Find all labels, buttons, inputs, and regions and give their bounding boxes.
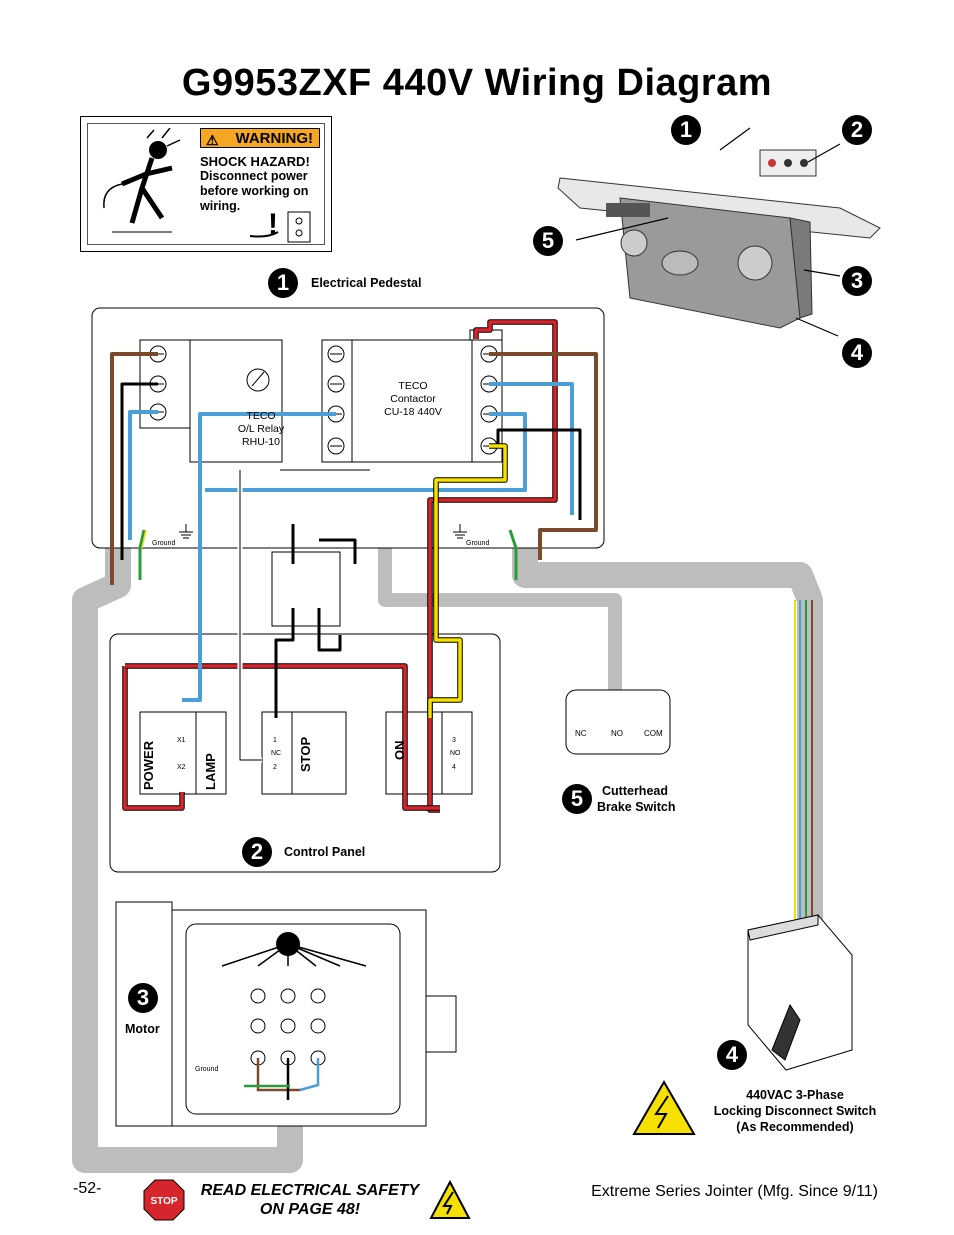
conduits	[72, 535, 823, 1173]
callout-1-machine: 1	[671, 115, 701, 145]
stop-switch-terminals	[261, 711, 293, 795]
warning-text: SHOCK HAZARD! Disconnect power before wo…	[200, 154, 326, 214]
stop-sign-icon: STOP	[143, 1179, 185, 1221]
callout-5-machine: 5	[533, 226, 563, 256]
ground-left-label: Ground	[152, 540, 176, 547]
callout-2-control: 2	[242, 837, 272, 867]
callout-4-disconnect: 4	[717, 1040, 747, 1070]
disconnect-line1: 440VAC 3-Phase	[746, 1088, 844, 1102]
contactor-line1: TECO	[398, 380, 428, 392]
plug-outlet-icon: !	[249, 208, 311, 243]
warning-badge: ⚠ WARNING!	[200, 128, 320, 148]
warning-heading: SHOCK HAZARD!	[200, 154, 310, 169]
jointer-illustration	[557, 127, 881, 337]
contactor-label: TECO Contactor CU-18 440V	[368, 380, 458, 419]
brake-switch-line2: Brake Switch	[597, 800, 676, 814]
disconnect-line2: Locking Disconnect Switch	[713, 1104, 877, 1118]
brake-switch-label: Cutterhead Brake Switch	[597, 783, 676, 815]
motor-side-panel	[115, 901, 173, 1127]
callout-1-pedestal: 1	[268, 268, 298, 298]
brake-nc: NC	[575, 729, 587, 738]
motor-terminals	[250, 988, 326, 1066]
ground-motor-label: Ground	[195, 1066, 219, 1073]
on-no: NO	[450, 750, 461, 757]
stop-t1: 1	[273, 737, 277, 744]
power-lamp-right	[195, 711, 227, 795]
stop-label: STOP	[298, 736, 313, 772]
brake-switch-body	[565, 689, 671, 755]
on-label: ON	[392, 740, 407, 761]
disconnect-switch	[747, 914, 853, 1071]
shock-person-icon	[103, 128, 181, 233]
callout-2-machine: 2	[842, 115, 872, 145]
callout-3-machine: 3	[842, 266, 872, 296]
terminal-strip	[271, 551, 341, 627]
pedestal-label: Electrical Pedestal	[311, 276, 422, 290]
power-label: POWER	[141, 740, 156, 790]
warning-placard: ⚠ WARNING! SHOCK HAZARD! Disconnect powe…	[80, 116, 332, 252]
electrical-hazard-icon	[429, 1180, 471, 1219]
power-lamp-left	[139, 711, 197, 795]
ol-relay-line2: O/L Relay	[237, 423, 285, 435]
on-t3: 3	[452, 737, 456, 744]
power-x2: X2	[177, 764, 186, 771]
on-switch-terminals	[441, 711, 473, 795]
warning-badge-label: WARNING!	[235, 130, 314, 147]
lamp-label: LAMP	[203, 753, 218, 790]
ground-right-label: Ground	[466, 540, 490, 547]
callout-4-machine: 4	[842, 338, 872, 368]
disconnect-line3: (As Recommended)	[736, 1120, 854, 1134]
ol-relay-body	[189, 339, 283, 463]
ol-relay-line1: TECO	[246, 410, 276, 422]
model-footer: Extreme Series Jointer (Mfg. Since 9/11)	[591, 1183, 878, 1200]
contactor-line2: Contactor	[390, 393, 436, 405]
wires	[110, 319, 813, 920]
contactor-line3: CU-18 440V	[384, 406, 442, 418]
page-number: -52-	[73, 1180, 102, 1197]
warning-body: Disconnect power before working on wirin…	[200, 169, 309, 213]
stop-switch-body	[291, 711, 347, 795]
safety-line1: READ ELECTRICAL SAFETY	[200, 1182, 420, 1199]
stop-nc: NC	[271, 750, 282, 757]
on-t4: 4	[452, 764, 456, 771]
stop-t2: 2	[273, 764, 277, 771]
callout-3-motor: 3	[128, 983, 158, 1013]
safety-line2: ON PAGE 48!	[259, 1201, 361, 1218]
hazard-triangle	[632, 1079, 696, 1135]
page-title: G9953ZXF 440V Wiring Diagram	[181, 62, 773, 104]
power-x1: X1	[177, 737, 186, 744]
safety-notice: READ ELECTRICAL SAFETY ON PAGE 48!	[190, 1181, 430, 1219]
motor-label: Motor	[125, 1022, 160, 1036]
ol-relay-line3: RHU-10	[242, 436, 280, 448]
disconnect-label: 440VAC 3-Phase Locking Disconnect Switch…	[700, 1087, 890, 1135]
brake-no: NO	[611, 729, 623, 738]
svg-text:!: !	[268, 208, 278, 241]
ol-relay-label: TECO O/L Relay RHU-10	[234, 410, 288, 449]
warning-triangle-icon: ⚠	[206, 132, 219, 148]
control-panel-label: Control Panel	[284, 845, 366, 859]
brake-switch-line1: Cutterhead	[602, 784, 668, 798]
stop-sign-text: STOP	[150, 1196, 177, 1207]
brake-com: COM	[644, 729, 663, 738]
callout-5-brake: 5	[562, 784, 592, 814]
warning-inner: ⚠ WARNING! SHOCK HAZARD! Disconnect powe…	[87, 123, 325, 245]
